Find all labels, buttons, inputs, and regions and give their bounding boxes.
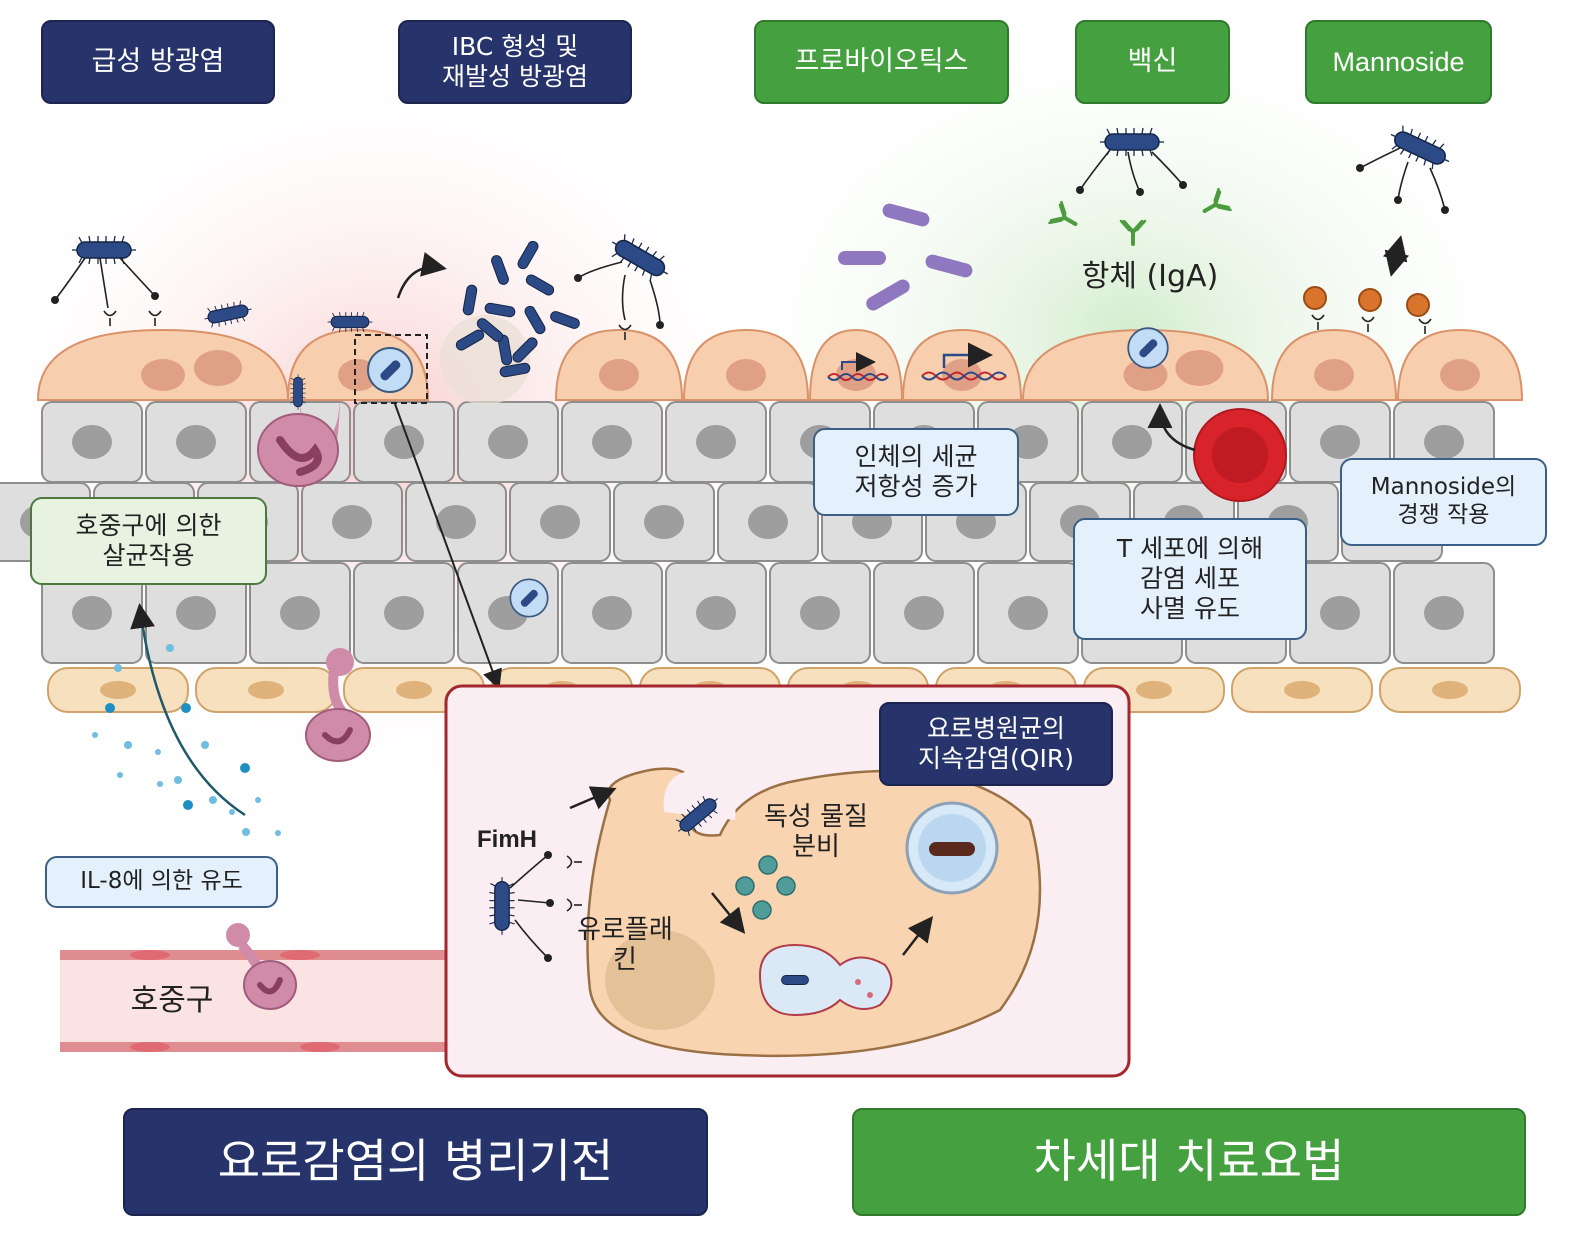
cell-nucleus (1320, 425, 1360, 459)
il8-dot (181, 703, 191, 713)
il8-dot (92, 732, 98, 738)
cell-nucleus (726, 359, 766, 391)
cell-nucleus (592, 596, 632, 630)
zoom-box (354, 334, 428, 404)
cell-nucleus (176, 425, 216, 459)
cell-nucleus (1424, 425, 1464, 459)
ibc-bacteria-cluster (440, 239, 582, 405)
callout-tcell: T 세포에 의해 감염 세포 사멸 유도 (1073, 518, 1307, 640)
cell-nucleus (1432, 681, 1468, 699)
label-probiotics: 프로바이오틱스 (754, 20, 1009, 104)
cell-nucleus (540, 505, 580, 539)
label-acute-cystitis: 급성 방광염 (41, 20, 275, 104)
il8-chemokines (92, 644, 281, 836)
callout-resistance: 인체의 세균 저항성 증가 (813, 428, 1019, 516)
il8-dot (124, 741, 132, 749)
cell-nucleus (1440, 359, 1480, 391)
callout-mannoside-compete: Mannoside의 경쟁 작용 (1340, 458, 1547, 546)
cell-nucleus (592, 425, 632, 459)
il8-dot (157, 781, 163, 787)
il8-arrow (130, 603, 246, 817)
cell-nucleus (1314, 359, 1354, 391)
label-neutrophil: 호중구 (130, 983, 214, 1018)
label-antibody: 항체 (IgA) (1081, 259, 1219, 294)
il8-dot (114, 664, 122, 672)
label-fimh: FimH (477, 826, 537, 853)
toxin-dots (735, 855, 796, 920)
cell-nucleus (1320, 596, 1360, 630)
cell-nucleus (100, 681, 136, 699)
cell-nucleus (436, 505, 476, 539)
il8-dot (105, 703, 115, 713)
il8-dot (201, 741, 209, 749)
label-toxin: 독성 물질 분비 (764, 802, 868, 862)
cell-nucleus (396, 681, 432, 699)
cell-nucleus (1008, 596, 1048, 630)
il8-dot (240, 763, 250, 773)
neutrophil-in-vessel (226, 923, 297, 1010)
cell-nucleus (1284, 681, 1320, 699)
cell-nucleus (141, 359, 185, 391)
cell-nucleus (248, 681, 284, 699)
cell-nucleus (1175, 350, 1224, 386)
neutrophil-cell (257, 373, 340, 487)
cell-nucleus (599, 359, 639, 391)
il8-dot (255, 797, 261, 803)
cell-nucleus (904, 596, 944, 630)
banner-pathogenesis: 요로감염의 병리기전 (123, 1108, 708, 1216)
callout-qir: 요로병원균의 지속감염(QIR) (879, 702, 1113, 786)
cell-nucleus (384, 425, 424, 459)
banner-therapy: 차세대 치료요법 (852, 1108, 1526, 1216)
cell-nucleus (1136, 681, 1172, 699)
callout-il8: IL-8에 의한 유도 (45, 856, 278, 908)
t-cell (1193, 408, 1287, 502)
cell-nucleus (72, 425, 112, 459)
gene-expression-icon (827, 342, 1007, 381)
mannoside-ball-icon (1303, 286, 1430, 317)
il8-dot (183, 800, 193, 810)
cell-nucleus (176, 596, 216, 630)
il8-dot (155, 749, 161, 755)
callout-neutrophil-killing: 호중구에 의한 살균작용 (30, 497, 267, 585)
cell-nucleus (800, 596, 840, 630)
cell-nucleus (194, 350, 242, 386)
cell-nucleus (1112, 425, 1152, 459)
il8-dot (229, 809, 235, 815)
cell-nucleus (1123, 359, 1168, 391)
cell-nucleus (644, 505, 684, 539)
il8-dot (174, 776, 182, 784)
il8-dot (209, 796, 217, 804)
label-mannoside: Mannoside (1305, 20, 1492, 104)
label-vaccine: 백신 (1075, 20, 1230, 104)
il8-dot (275, 830, 281, 836)
cell-nucleus (384, 596, 424, 630)
cell-nucleus (280, 596, 320, 630)
il8-dot (166, 644, 174, 652)
cell-nucleus (696, 425, 736, 459)
dividing-vacuole (758, 943, 893, 1017)
cell-nucleus (696, 596, 736, 630)
cell-nucleus (1424, 596, 1464, 630)
cell-nucleus (332, 505, 372, 539)
cell-nucleus (488, 425, 528, 459)
label-ibc-recurrent: IBC 형성 및 재발성 방광염 (398, 20, 632, 104)
cell-nucleus (748, 505, 788, 539)
il8-dot (117, 772, 123, 778)
neutrophil-diapedesis (305, 648, 371, 762)
il8-dot (242, 828, 250, 836)
quiescent-reservoir (905, 801, 999, 895)
label-uroplakin: 유로플래 킨 (577, 915, 673, 975)
cell-nucleus (72, 596, 112, 630)
